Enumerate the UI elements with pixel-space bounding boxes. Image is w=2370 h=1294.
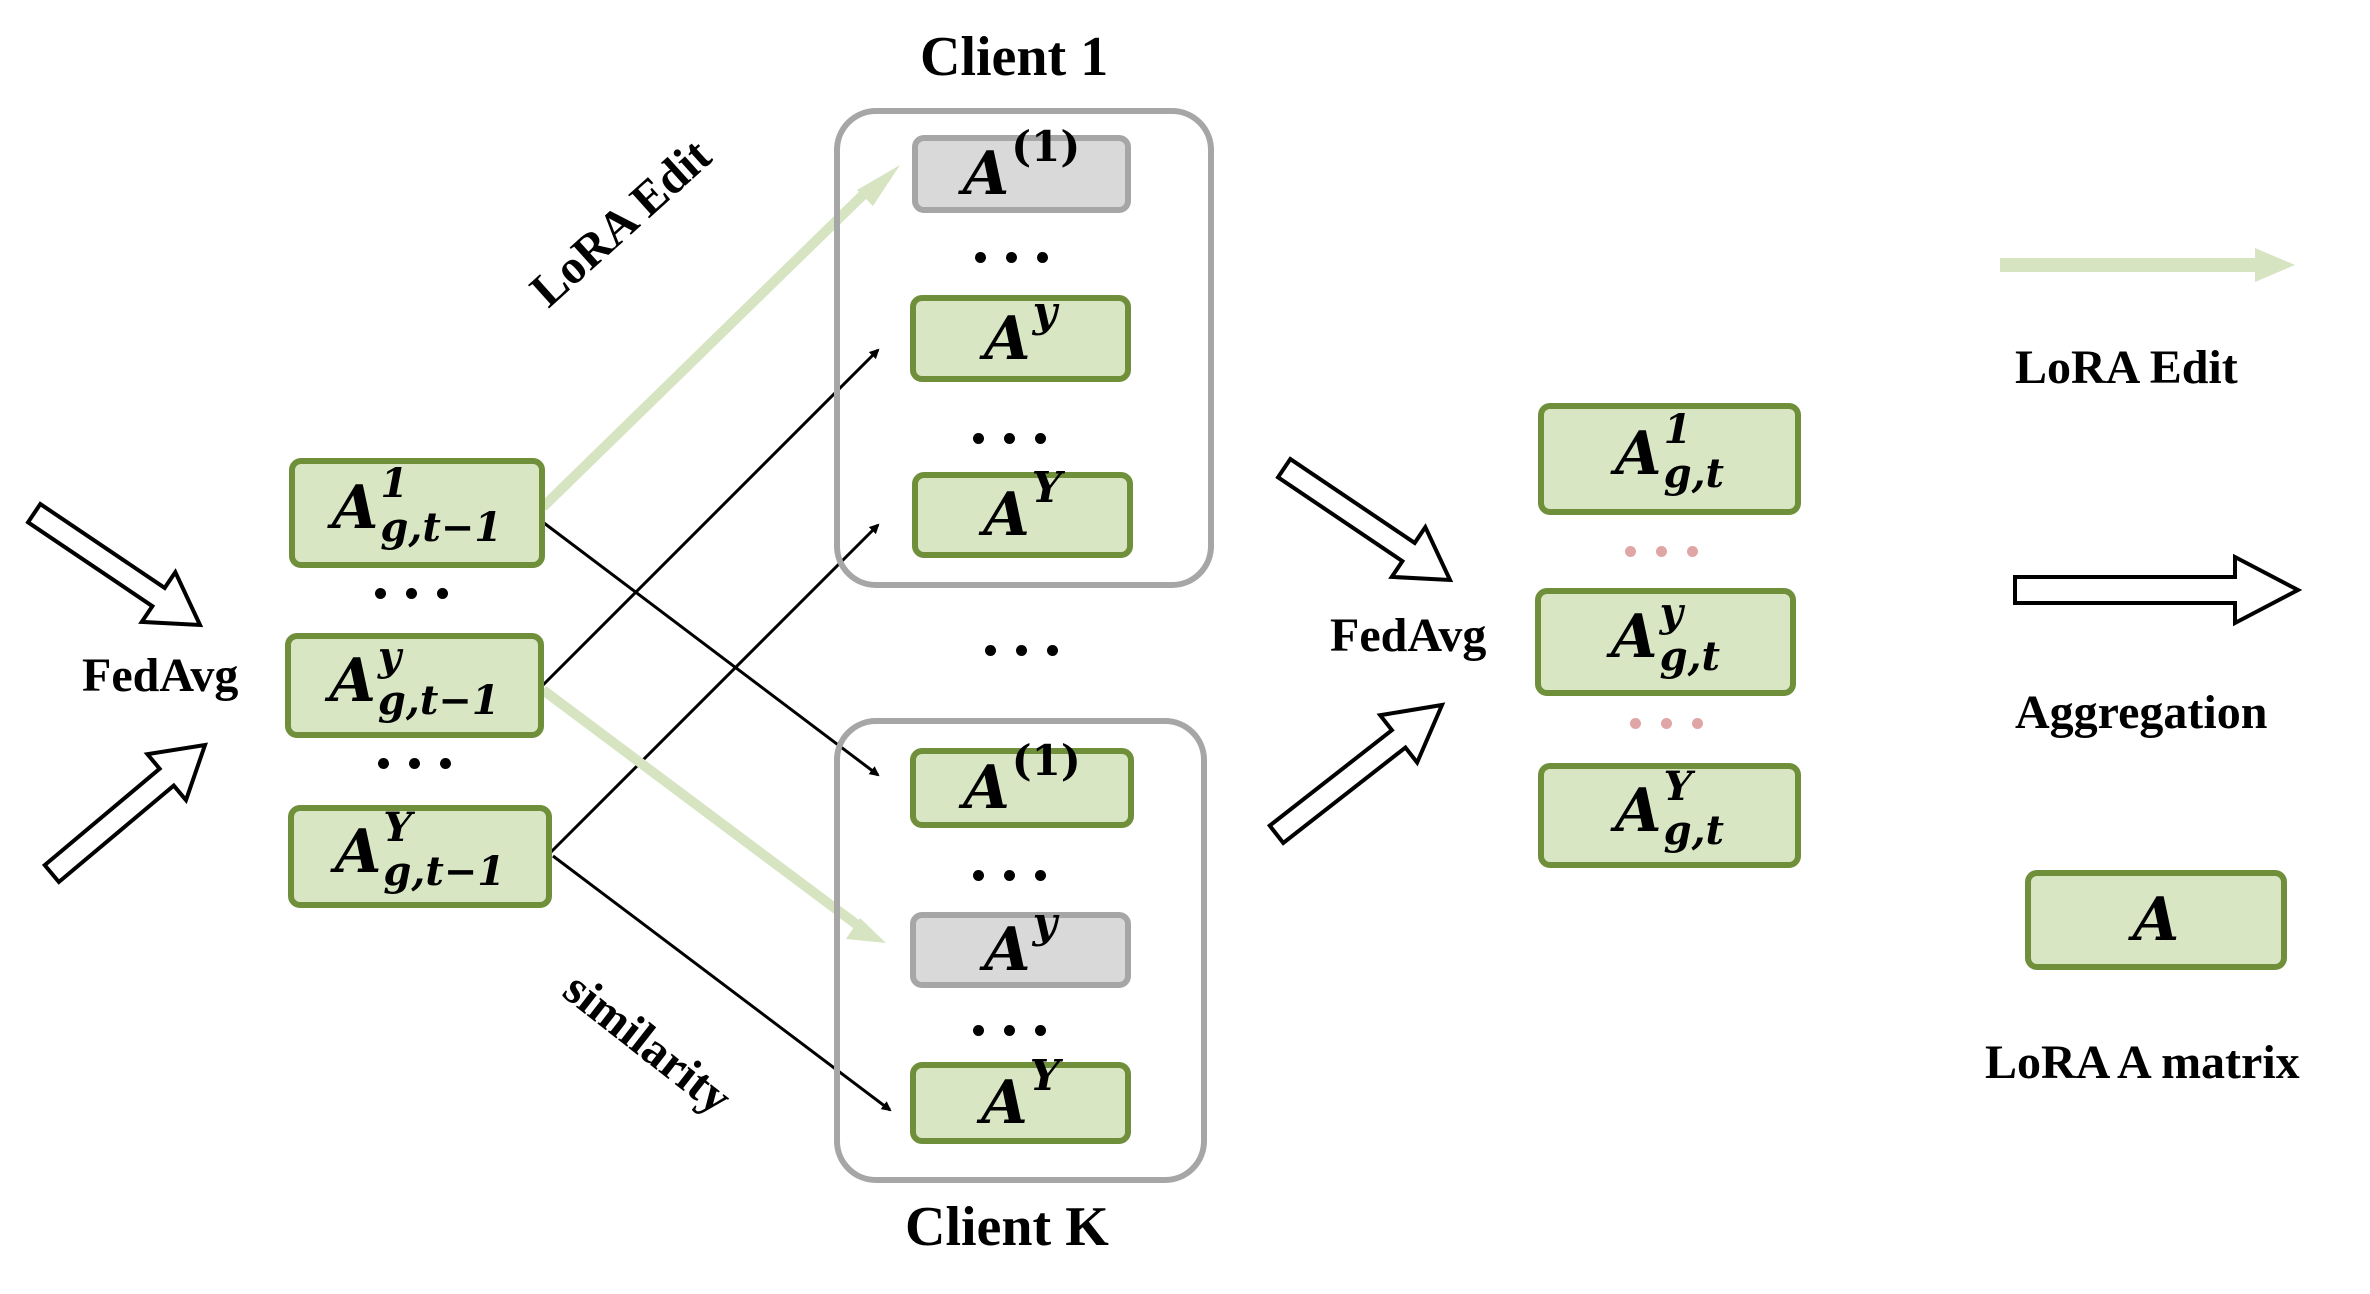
- legend-matrix-label: LoRA A matrix: [1985, 1036, 2300, 1089]
- hollow-arrow-icon: [41, 742, 208, 885]
- ellipsis-icon: [975, 252, 1048, 263]
- ellipsis-icon: [378, 758, 451, 769]
- client-k-title: Client K: [905, 1196, 1109, 1258]
- legend-lora-edit-label: LoRA Edit: [2015, 341, 2238, 394]
- fedavg-right-label: FedAvg: [1330, 609, 1487, 662]
- fedavg-left-label: FedAvg: [82, 649, 239, 702]
- ellipsis-icon: [973, 870, 1046, 881]
- client-k-matrix-1: A(1): [910, 736, 1134, 828]
- hollow-arrow-icon: [1266, 702, 1446, 846]
- matrix-label: A(1): [963, 736, 1081, 823]
- hollow-arrow-icon: [25, 501, 204, 628]
- thin-arrow-icon: [552, 854, 892, 1112]
- ellipsis-icon: [985, 645, 1058, 656]
- thick-arrow-icon: [540, 685, 886, 943]
- ellipsis-icon: [375, 588, 448, 599]
- legend-aggregation-label: Aggregation: [2015, 686, 2268, 739]
- thick-arrow-icon: [539, 165, 900, 511]
- client-1-box: [834, 108, 1214, 588]
- ellipsis-icon: [1625, 546, 1698, 557]
- thick-arrow-icon: [2000, 248, 2295, 282]
- client-1-matrix-1-masked: A(1): [912, 122, 1131, 213]
- ellipsis-icon: [1630, 718, 1703, 729]
- matrix-label: A(1): [962, 122, 1081, 209]
- hollow-arrow-icon: [1275, 456, 1454, 583]
- thin-arrow-icon: [539, 518, 880, 777]
- thin-arrow-icon: [548, 523, 880, 855]
- ellipsis-icon: [973, 1025, 1046, 1036]
- legend-matrix-symbol: A: [2132, 885, 2180, 955]
- hollow-arrow-icon: [2013, 553, 2303, 627]
- aggregation-arrows: [25, 456, 2303, 885]
- thin-arrow-icon: [541, 348, 880, 687]
- ellipsis-icon: [973, 433, 1046, 444]
- client-1-title: Client 1: [920, 26, 1109, 88]
- client-k-box: [834, 718, 1207, 1183]
- similarity-arrows: [539, 348, 892, 1112]
- lora-edit-arrows: [539, 165, 2295, 943]
- legend-matrix-swatch: A: [2025, 870, 2287, 970]
